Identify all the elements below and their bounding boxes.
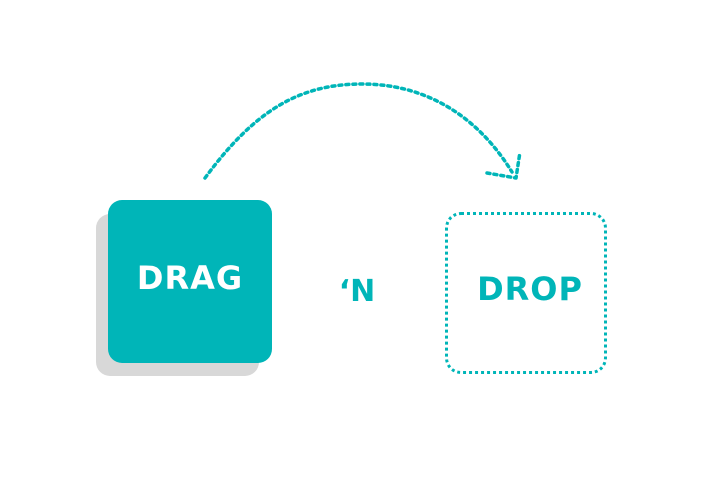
drop-zone[interactable]: DROP [445,212,607,374]
drag-card[interactable]: DRAG [108,200,272,363]
drop-label: DROP [477,270,583,308]
arrow-head [485,150,522,180]
arrow-curve [203,82,514,180]
connector-label: ‘N [338,274,376,309]
drag-label: DRAG [136,258,244,297]
